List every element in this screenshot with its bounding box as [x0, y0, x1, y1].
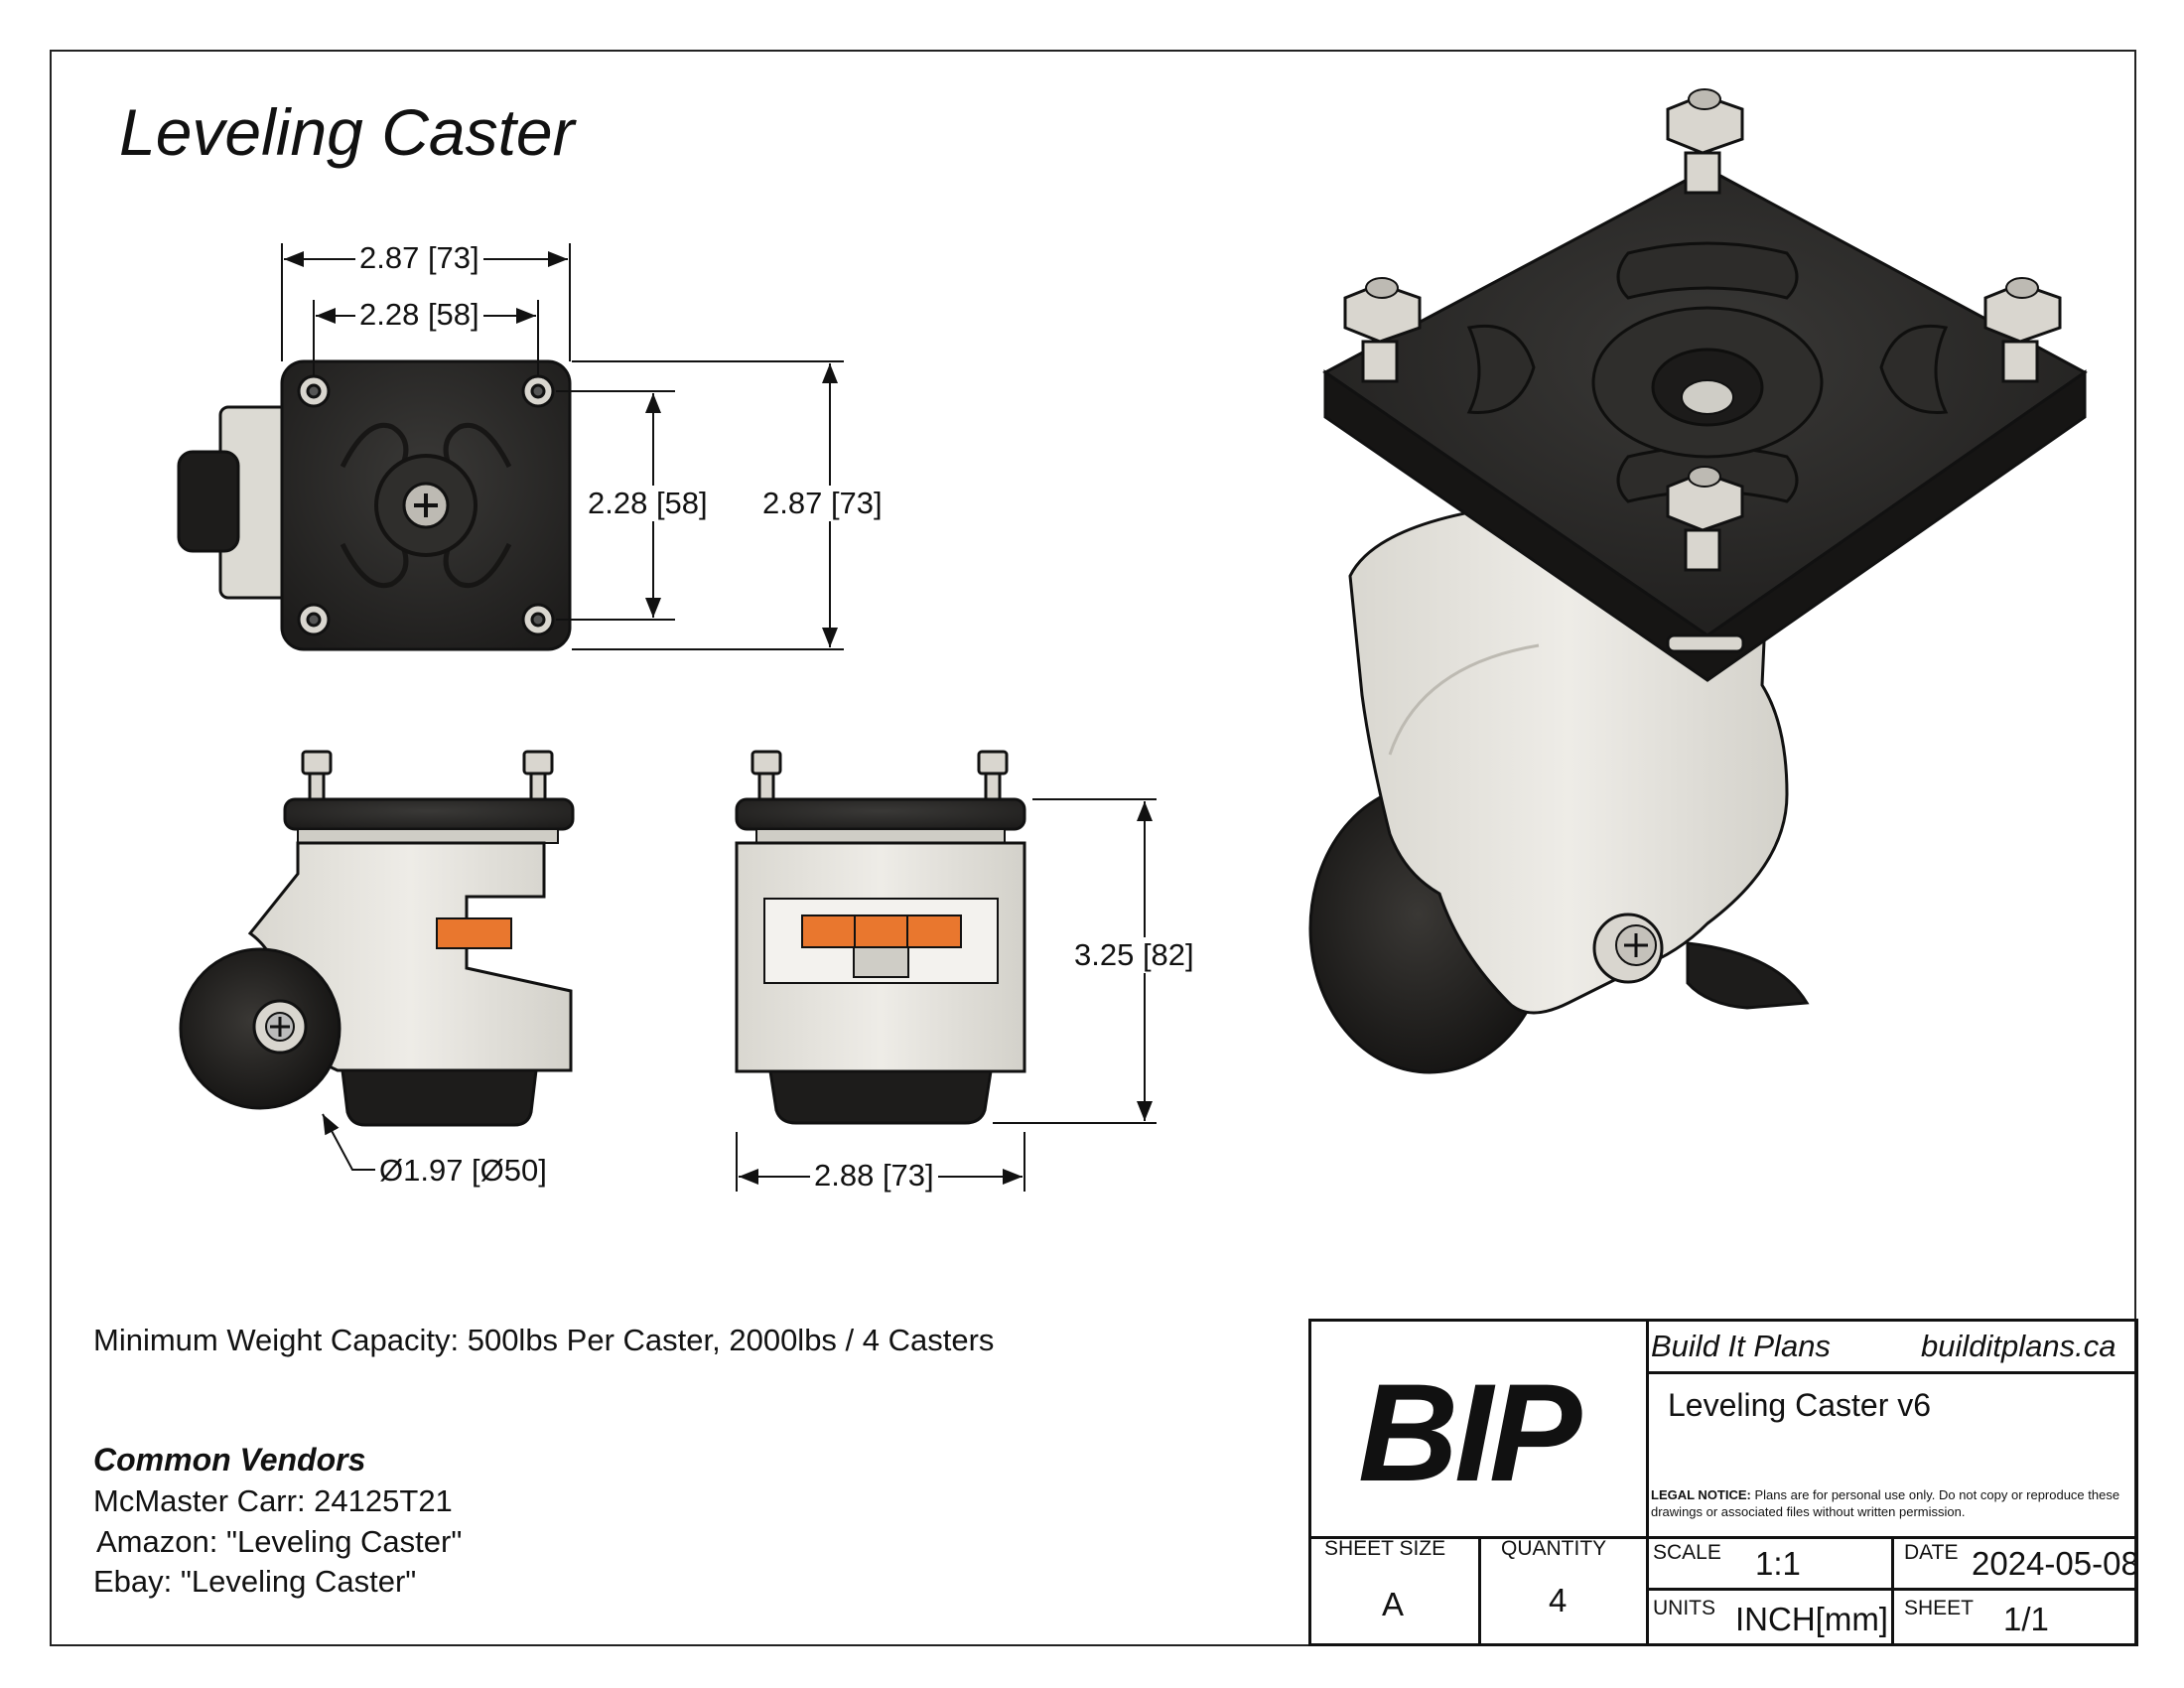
dim-top-inner-width: 2.28 [58] [355, 297, 483, 333]
units-label: UNITS [1653, 1597, 1715, 1619]
scale-label: SCALE [1653, 1541, 1721, 1564]
scale-value: 1:1 [1755, 1545, 1801, 1582]
front-view [735, 750, 1157, 1192]
side-view [179, 750, 575, 1171]
company-website: builditplans.ca [1921, 1329, 2116, 1363]
top-view [177, 243, 844, 651]
legal-notice-text: Plans are for personal use only. Do not … [1651, 1487, 2120, 1519]
legal-notice-label: LEGAL NOTICE: [1651, 1487, 1751, 1502]
dim-front-width: 2.88 [73] [810, 1158, 938, 1194]
quantity-label: QUANTITY [1501, 1537, 1607, 1560]
sheet-size-value: A [1382, 1586, 1405, 1622]
vendor-item: Ebay: "Leveling Caster" [93, 1564, 417, 1599]
dim-wheel-diameter: Ø1.97 [Ø50] [375, 1153, 551, 1189]
date-value: 2024-05-08 [1972, 1545, 2139, 1582]
quantity-value: 4 [1549, 1582, 1568, 1618]
dim-top-inner-height: 2.28 [58] [584, 486, 712, 521]
sheet-label: SHEET [1904, 1597, 1975, 1619]
dim-top-outer-width: 2.87 [73] [355, 240, 483, 276]
drawing-frame [50, 50, 2136, 1646]
bolt-nuts [1343, 93, 2062, 653]
sheet-size-label: SHEET SIZE [1324, 1537, 1446, 1560]
sheet-value: 1/1 [2003, 1601, 2049, 1637]
part-name: Leveling Caster v6 [1668, 1387, 1932, 1423]
dim-top-outer-height: 2.87 [73] [758, 486, 887, 521]
legal-notice: LEGAL NOTICE: Plans are for personal use… [1651, 1486, 2127, 1520]
vendor-item: Amazon: "Leveling Caster" [96, 1524, 463, 1559]
title-block [1308, 1319, 2138, 1646]
vendors-heading: Common Vendors [93, 1442, 366, 1477]
units-value: INCH[mm] [1735, 1601, 1888, 1637]
date-label: DATE [1904, 1541, 1959, 1564]
isometric-view [1308, 88, 2088, 1074]
dim-overall-height: 3.25 [82] [1070, 937, 1198, 973]
company-name: Build It Plans [1651, 1329, 1831, 1363]
vendor-item: McMaster Carr: 24125T21 [93, 1483, 453, 1518]
company-logo: BIP [1358, 1354, 1581, 1510]
drawing-title: Leveling Caster [119, 95, 575, 169]
weight-capacity-note: Minimum Weight Capacity: 500lbs Per Cast… [93, 1323, 995, 1357]
